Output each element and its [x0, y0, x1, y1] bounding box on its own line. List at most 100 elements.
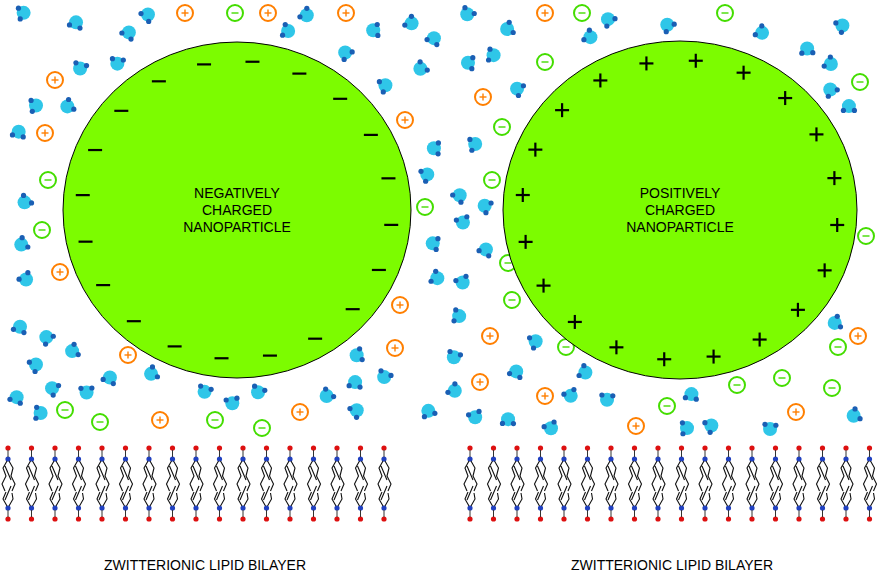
anion	[417, 199, 433, 215]
charge-sign	[292, 72, 306, 74]
charge-sign	[346, 308, 360, 310]
water-molecule	[366, 22, 380, 38]
water-molecule	[39, 330, 56, 347]
cation	[397, 112, 413, 128]
charge-sign	[127, 320, 141, 322]
water-molecule	[847, 406, 863, 422]
lipid-bilayer	[2, 445, 391, 521]
anion	[824, 380, 840, 396]
cation	[537, 388, 553, 404]
charge-sign	[663, 352, 665, 366]
water-molecule	[500, 412, 516, 426]
charge-sign	[574, 315, 576, 329]
cation	[47, 72, 63, 88]
cation	[338, 5, 354, 21]
water-molecule	[18, 193, 35, 210]
charge-sign	[168, 345, 182, 347]
charge-sign	[759, 333, 761, 347]
water-molecule	[466, 409, 482, 424]
water-molecule	[461, 55, 475, 71]
particle-label: NEGATIVELY CHARGED NANOPARTICLE	[167, 185, 307, 236]
charge-sign	[263, 354, 277, 356]
water-molecule	[297, 6, 313, 23]
charge-sign	[695, 54, 697, 68]
anion	[504, 292, 520, 308]
water-molecule	[561, 387, 577, 403]
water-molecule	[27, 358, 43, 375]
charge-sign	[215, 357, 229, 359]
charge-sign	[824, 263, 826, 277]
water-molecule	[822, 54, 838, 71]
charge-sign	[615, 340, 617, 354]
water-molecule	[799, 42, 815, 56]
water-molecule	[450, 188, 467, 204]
water-molecule	[476, 242, 492, 258]
charge-sign	[152, 80, 166, 82]
charge-sign	[384, 224, 398, 226]
water-molecule	[320, 386, 337, 403]
water-molecule	[424, 31, 440, 47]
anion	[40, 172, 56, 188]
bilayer-label: ZWITTERIONIC LIPID BILAYER	[104, 557, 306, 573]
cation	[482, 328, 498, 344]
anion	[574, 5, 590, 21]
charge-sign	[88, 149, 102, 151]
particle-label: POSITIVELY CHARGED NANOPARTICLE	[610, 185, 750, 236]
charge-sign	[836, 218, 838, 232]
charge-sign	[364, 134, 378, 136]
cation	[292, 404, 308, 420]
water-molecule	[680, 420, 694, 436]
water-molecule	[338, 45, 355, 62]
charge-sign	[79, 241, 93, 243]
water-molecule	[576, 363, 592, 379]
charge-sign	[534, 143, 536, 157]
anion	[227, 5, 243, 21]
nanoparticle: NEGATIVELY CHARGED NANOPARTICLE	[62, 41, 412, 379]
cation	[177, 5, 193, 21]
water-molecule	[451, 307, 466, 323]
water-molecule	[45, 381, 61, 398]
water-molecule	[428, 269, 444, 285]
charge-sign	[76, 194, 90, 196]
water-molecule	[683, 387, 699, 402]
water-molecule	[421, 404, 437, 419]
anion	[494, 119, 510, 135]
water-molecule	[28, 98, 43, 114]
anion	[729, 377, 745, 393]
water-molecule	[753, 23, 769, 40]
water-molecule	[101, 370, 117, 386]
charge-sign	[645, 56, 647, 70]
water-molecule	[350, 346, 365, 362]
water-molecule	[841, 99, 857, 113]
bilayer-label: ZWITTERIONIC LIPID BILAYER	[571, 557, 773, 573]
cation	[628, 418, 644, 434]
anion	[852, 74, 868, 90]
charge-sign	[333, 98, 347, 100]
water-molecule	[10, 125, 26, 140]
cation	[788, 404, 804, 420]
water-molecule	[60, 97, 76, 113]
charge-sign	[381, 177, 395, 179]
charge-sign	[96, 284, 110, 286]
cation	[475, 89, 491, 105]
water-molecule	[762, 422, 778, 436]
anion	[858, 228, 874, 244]
cation	[537, 5, 553, 21]
water-molecule	[11, 320, 27, 335]
anion	[774, 370, 790, 386]
cation	[387, 340, 403, 356]
anion	[484, 172, 500, 188]
water-molecule	[507, 364, 523, 380]
water-molecule	[478, 199, 494, 215]
water-molecule	[347, 375, 363, 390]
cation	[850, 328, 866, 344]
charge-sign	[561, 103, 563, 117]
cation	[260, 5, 276, 21]
charge-sign	[599, 73, 601, 87]
water-molecule	[110, 56, 126, 71]
charge-sign	[372, 269, 386, 271]
water-molecule	[467, 137, 482, 153]
anion	[92, 414, 108, 430]
water-molecule	[14, 235, 30, 252]
water-molecule	[16, 270, 33, 286]
